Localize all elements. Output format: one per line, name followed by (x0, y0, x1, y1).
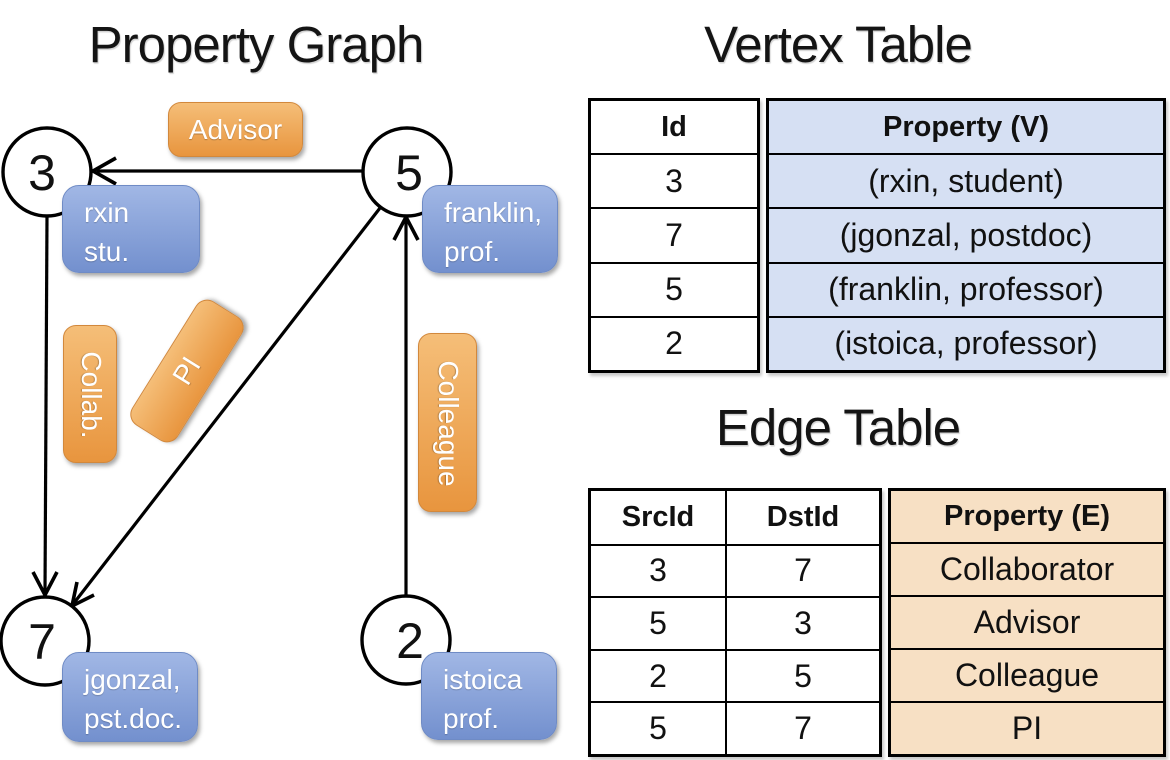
node-2-property-line2: prof. (443, 703, 500, 734)
node-7-id: 7 (28, 614, 56, 670)
node-7-property-line2: pst.doc. (84, 703, 183, 734)
node-2-id: 2 (396, 613, 424, 669)
edge-table-id-columns: SrcId DstId 3 7 5 3 2 5 5 7 (588, 488, 882, 757)
vertex-id-header: Id (661, 110, 687, 143)
edge-dst-header: DstId (725, 491, 879, 544)
edge-collab-line (43, 215, 49, 593)
vertex-table-title: Vertex Table (704, 16, 973, 73)
edge-label-collab-text: Collab. (76, 351, 107, 439)
node-3-property-line1: rxin (84, 197, 130, 228)
node-7-property-line1: jgonzal, (84, 664, 181, 695)
edge-row-property: Colleague (891, 648, 1163, 701)
edge-row-dst: 5 (725, 648, 879, 702)
edge-label-advisor: Advisor (168, 102, 303, 157)
vertex-row-id: 7 (591, 207, 757, 261)
edge-label-colleague: Colleague (418, 333, 477, 512)
edge-row-src: 5 (591, 701, 725, 754)
edge-row-property: Advisor (891, 595, 1163, 648)
edge-row-src: 3 (591, 543, 725, 597)
edge-label-collab: Collab. (63, 325, 117, 463)
edge-row-src: 5 (591, 596, 725, 649)
edge-table-title: Edge Table (715, 399, 961, 456)
vertex-row-property: (rxin, student) (769, 153, 1163, 207)
node-3-property-box: rxin stu. (62, 185, 200, 273)
edge-src-header: SrcId (621, 500, 695, 533)
edge-table: SrcId DstId 3 7 5 3 2 5 5 7 Property (E)… (588, 488, 1166, 757)
vertex-property-header: Property (V) (883, 110, 1049, 143)
edge-row-dst: 7 (725, 543, 879, 597)
vertex-row-id: 3 (591, 153, 757, 207)
node-7-property-box: jgonzal, pst.doc. (62, 652, 198, 742)
vertex-table-property-column: Property (V) (rxin, student) (jgonzal, p… (766, 98, 1166, 373)
vertex-row-property: (istoica, professor) (769, 315, 1163, 370)
edge-row-dst: 7 (725, 701, 879, 754)
node-3-property-line2: stu. (84, 236, 130, 267)
vertex-row-property: (franklin, professor) (769, 261, 1163, 316)
node-3-id: 3 (28, 145, 56, 201)
edge-table-property-column: Property (E) Collaborator Advisor Collea… (888, 488, 1166, 757)
node-5-property-line2: prof. (444, 236, 501, 267)
node-2-property-box: istoica prof. (421, 652, 557, 740)
vertex-row-id: 2 (591, 315, 757, 370)
edge-row-dst: 3 (725, 596, 879, 649)
vertex-row-property: (jgonzal, postdoc) (769, 207, 1163, 261)
arrowhead-advisor-icon (89, 156, 117, 186)
node-5-id: 5 (395, 145, 423, 201)
node-5-property-line1: franklin, (444, 197, 543, 228)
edge-row-property: PI (891, 701, 1163, 754)
arrowhead-pi-icon (69, 581, 95, 610)
vertex-table: Id 3 7 5 2 Property (V) (rxin, student) … (588, 98, 1166, 373)
edge-label-pi-text: PI (166, 351, 207, 391)
node-2-property-line1: istoica (443, 664, 523, 695)
edge-property-header: Property (E) (944, 500, 1110, 532)
vertex-row-id: 5 (591, 261, 757, 316)
property-graph-title: Property Graph (88, 16, 425, 73)
edge-row-src: 2 (591, 648, 725, 702)
edge-label-colleague-text: Colleague (433, 360, 465, 487)
arrowhead-collab-icon (31, 571, 59, 599)
edge-label-advisor-text: Advisor (188, 113, 283, 145)
vertex-table-id-column: Id 3 7 5 2 (588, 98, 760, 373)
edge-row-property: Collaborator (891, 542, 1163, 595)
edge-pi-line (72, 207, 382, 604)
property-graph-panel: Property Graph 3 5 7 2 Advisor (0, 16, 558, 742)
node-5-property-box: franklin, prof. (422, 185, 558, 273)
